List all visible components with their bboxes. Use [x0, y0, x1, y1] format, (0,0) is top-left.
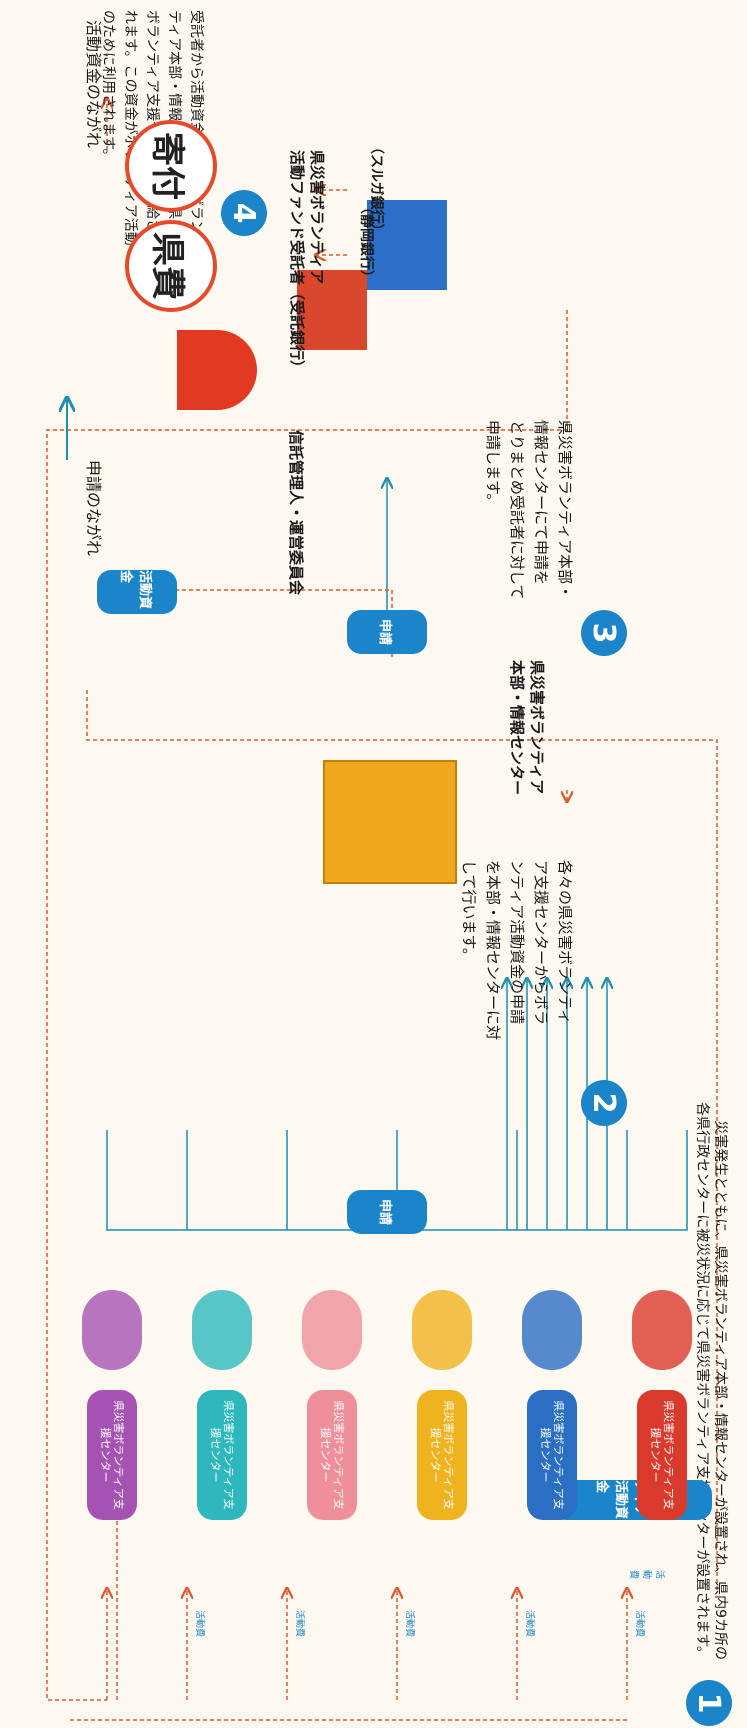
tag-apply-centers: 申請 — [347, 1190, 427, 1234]
pref-fee-circle: 県費 — [125, 220, 217, 312]
volunteer-icon — [302, 1290, 362, 1370]
support-center: 県災害ボランティア支援センター — [67, 1270, 157, 1530]
legend-funds: 活動資金のながれ — [84, 20, 103, 149]
volunteer-icon — [192, 1290, 252, 1370]
support-center: 県災害ボランティア支援センター 活動費 — [607, 1270, 707, 1579]
volunteer-icon — [522, 1290, 582, 1370]
legend-apply: 申請のながれ — [84, 460, 103, 557]
step4-number: 4 — [221, 190, 267, 236]
tag-apply-hq: 申請 — [347, 610, 427, 654]
activity-fee-label: 活動費 — [294, 1610, 304, 1638]
activity-fee-label: 活動費 — [634, 1610, 644, 1638]
support-center: 県災害ボランティア支援センター — [497, 1270, 597, 1530]
support-center-label: 県災害ボランティア支援センター — [87, 1390, 137, 1520]
volunteer-icon — [82, 1290, 142, 1370]
step3-number: 3 — [581, 610, 627, 656]
trustee-label-line: 県災害ボランティア — [308, 150, 326, 285]
step2-line: して行います。 — [460, 860, 478, 964]
committee-label: 信託管理人・運営委員会 — [287, 430, 305, 596]
bank2-label: （スルガ銀行） — [368, 140, 384, 238]
trustee-label-line: 活動ファンド受託者（受託銀行） — [288, 150, 306, 376]
support-center: 県災害ボランティア支援センター — [387, 1270, 487, 1530]
support-centers: 県災害ボランティア支援センター 活動費 県災害ボランティア支援センター 県災害ボ… — [67, 1270, 707, 1579]
fund-line-main — [46, 310, 568, 1701]
activity-fee-label: 活動費 — [194, 1610, 204, 1638]
activity-fee-label: 活動費 — [404, 1610, 414, 1638]
step2-text: 各々の県災害ボランティ ア支援センターからボラ ンティア活動資金の申請 を本部・… — [457, 860, 577, 1080]
donation-circle: 寄付 — [125, 120, 217, 212]
step3-line: 県災害ボランティア本部・ — [556, 420, 574, 600]
support-center: 県災害ボランティア支援センター — [167, 1270, 267, 1530]
step1-line1: 災害発生とともに、県災害ボランティア本部・情報センターが設置され、県内9カ所の — [712, 1120, 728, 1660]
step2-number: 2 — [581, 1080, 627, 1126]
step2-line: ア支援センターからボラ — [532, 860, 550, 1026]
support-center-label: 県災害ボランティア支援センター — [197, 1390, 247, 1520]
support-center-label: 県災害ボランティア支援センター — [637, 1390, 687, 1520]
step3-text: 県災害ボランティア本部・ 情報センターにて申請を とりまとめ受託者に対して 申請… — [481, 420, 577, 630]
hq-label-line: 本部・情報センター — [508, 660, 526, 796]
committee-person-icon — [177, 330, 257, 410]
step2-line: を本部・情報センターに対 — [484, 860, 502, 1041]
step1-number: 1 — [686, 1680, 732, 1726]
tag-funds: 活動資金 — [97, 570, 177, 614]
support-center-label: 県災害ボランティア支援センター — [307, 1390, 357, 1520]
step2-line: ンティア活動資金の申請 — [508, 860, 526, 1025]
volunteer-icon — [632, 1290, 692, 1370]
activity-fee-label: 活動費 — [524, 1610, 534, 1638]
hq-label-line: 県災害ボランティア — [528, 660, 546, 795]
step2-line: 各々の県災害ボランティ — [556, 860, 574, 1025]
hq-building-icon — [323, 760, 457, 884]
support-center-label: 県災害ボランティア支援センター — [417, 1390, 467, 1520]
hq-label: 県災害ボランティア 本部・情報センター — [507, 660, 547, 860]
step3-line: とりまとめ受託者に対して — [508, 420, 526, 600]
fund-line-to-hq — [147, 589, 393, 660]
step3-line: 情報センターにて申請を — [532, 420, 550, 586]
trustee-label: 県災害ボランティア 活動ファンド受託者（受託銀行） — [287, 150, 327, 450]
support-center: 県災害ボランティア支援センター — [277, 1270, 377, 1530]
activity-fee-label: 活動費 — [628, 1570, 664, 1580]
volunteer-icon — [412, 1290, 472, 1370]
support-center-label: 県災害ボランティア支援センター — [527, 1390, 577, 1520]
step3-line: 申請します。 — [484, 420, 502, 509]
